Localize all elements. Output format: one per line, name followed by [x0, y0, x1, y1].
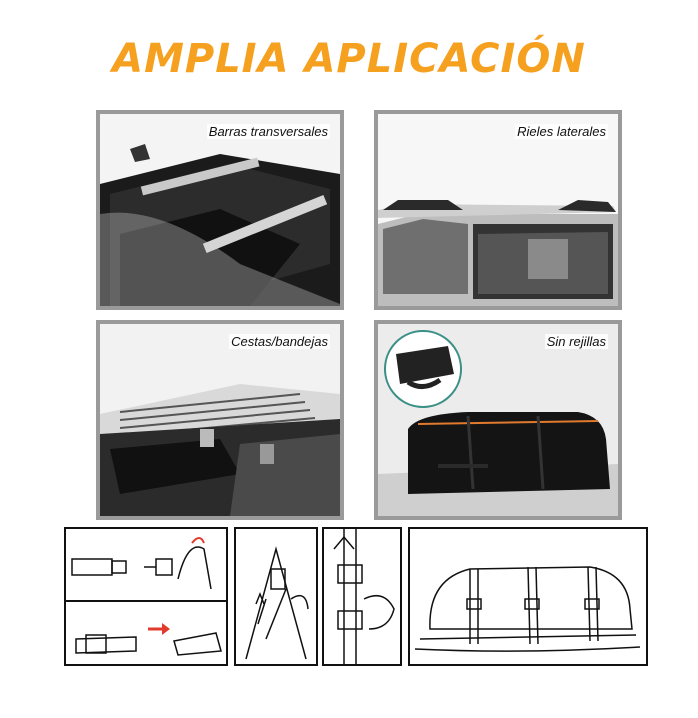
crossbars-photo: [100, 114, 340, 306]
diagram-strap-tighten: [322, 527, 402, 666]
panel-label-crossbars: Barras transversales: [206, 124, 330, 139]
panel-no-racks: Sin rejillas: [374, 320, 622, 520]
diagram-car-bag: [408, 527, 648, 666]
page-title: AMPLIA APLICACIÓN: [112, 36, 586, 82]
panel-side-rails: Rieles laterales: [374, 110, 622, 310]
panel-label-no-racks: Sin rejillas: [544, 334, 608, 349]
no-racks-photo: [378, 324, 618, 516]
strap-tighten-drawing: [333, 529, 395, 664]
basket-tray-photo: [100, 324, 340, 516]
panel-label-basket-trays: Cestas/bandejas: [229, 334, 330, 349]
diagram-strap-pull: [234, 527, 318, 666]
panel-crossbars: Barras transversales: [96, 110, 344, 310]
panel-label-side-rails: Rieles laterales: [515, 124, 608, 139]
diagram-buckle-clip: [64, 527, 228, 666]
strap-pull-drawing: [245, 546, 309, 660]
side-rails-photo: [378, 114, 618, 306]
panel-basket-trays: Cestas/bandejas: [96, 320, 344, 520]
car-bag-drawing: [414, 566, 641, 652]
buckle-clip-drawing: [66, 537, 226, 656]
